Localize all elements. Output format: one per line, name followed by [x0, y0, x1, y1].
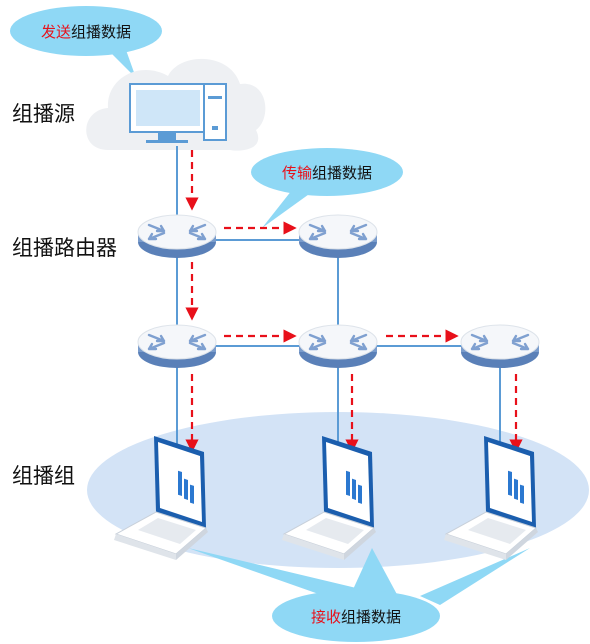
router-icon	[297, 323, 379, 370]
send-bubble-text: 组播数据	[71, 23, 131, 41]
router-icon	[297, 213, 379, 260]
svg-text:传输组播数据: 传输组播数据	[282, 164, 372, 182]
transmit-bubble: 传输组播数据	[251, 148, 403, 228]
receive-bubble: 接收组播数据	[188, 548, 530, 642]
receive-bubble-text: 组播数据	[341, 608, 401, 626]
send-bubble-highlight: 发送	[41, 23, 71, 41]
svg-text:发送组播数据: 发送组播数据	[41, 23, 131, 41]
desktop-computer-icon	[129, 83, 227, 143]
multicast-routers-label: 组播路由器	[12, 236, 117, 260]
send-bubble: 发送组播数据	[10, 6, 162, 78]
receive-bubble-highlight: 接收	[311, 608, 341, 626]
multicast-group-label: 组播组	[12, 464, 75, 488]
multicast-flow-arrows	[185, 150, 523, 453]
svg-text:接收组播数据: 接收组播数据	[311, 608, 401, 626]
router-icon	[136, 213, 218, 260]
router-icon	[459, 323, 541, 370]
transmit-bubble-text: 组播数据	[312, 164, 372, 182]
multicast-source-label: 组播源	[12, 102, 75, 126]
transmit-bubble-highlight: 传输	[282, 164, 312, 182]
router-icon	[136, 323, 218, 370]
